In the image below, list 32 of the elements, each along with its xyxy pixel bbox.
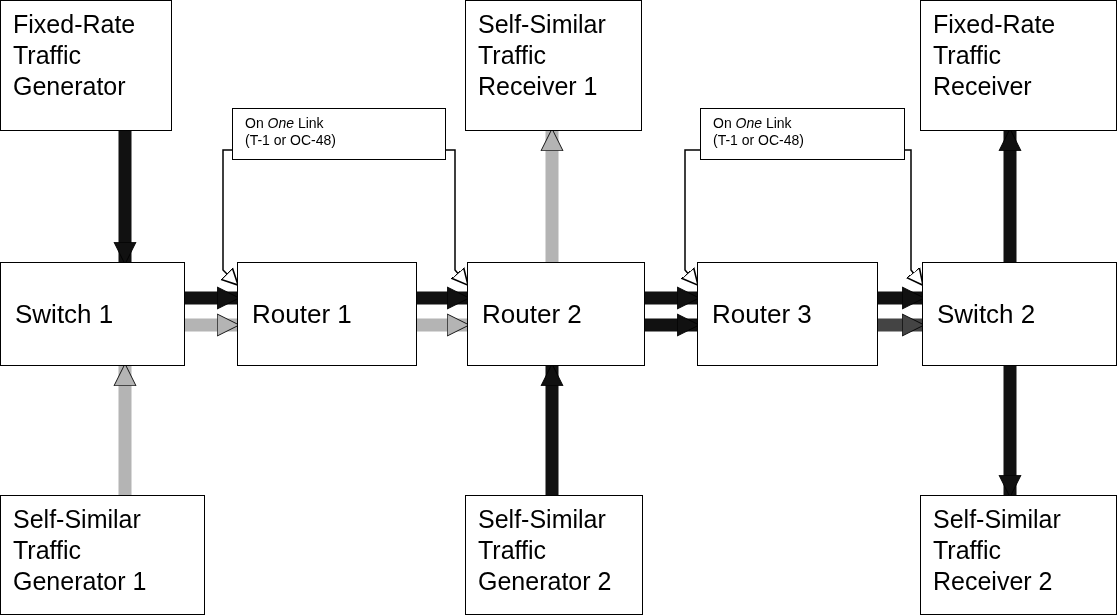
network-device-box xyxy=(922,262,1117,366)
node-label: Router 1 xyxy=(252,298,353,330)
node-label: Self-Similar Traffic Generator 1 xyxy=(13,504,148,597)
network-device-box xyxy=(237,262,417,366)
node-label: Fixed-Rate Traffic Generator xyxy=(13,9,137,102)
traffic-endpoint-box xyxy=(920,0,1117,131)
callout-text: On One Link xyxy=(713,115,793,132)
leader-line xyxy=(904,149,924,287)
network-device-box xyxy=(697,262,878,366)
leader-line xyxy=(445,149,469,286)
traffic-endpoint-box xyxy=(465,0,642,131)
node-label: Self-Similar Traffic Receiver 2 xyxy=(933,504,1062,597)
network-device-box xyxy=(467,262,645,366)
callout-box xyxy=(232,108,446,160)
node-label: Router 2 xyxy=(482,298,583,330)
callout-text: On One Link xyxy=(245,115,325,132)
network-device-box xyxy=(0,262,185,366)
traffic-endpoint-box xyxy=(465,495,643,615)
callout-text: (T-1 or OC-48) xyxy=(245,132,337,149)
node-label: Self-Similar Traffic Generator 2 xyxy=(478,504,613,597)
traffic-endpoint-box xyxy=(0,0,172,131)
node-label: Switch 1 xyxy=(15,298,115,330)
leader-line xyxy=(680,149,701,286)
node-label: Switch 2 xyxy=(937,298,1037,330)
node-label: Fixed-Rate Traffic Receiver xyxy=(933,9,1057,102)
traffic-endpoint-box xyxy=(0,495,205,615)
leader-line xyxy=(220,149,239,286)
callout-box xyxy=(700,108,905,160)
node-label: Router 3 xyxy=(712,298,813,330)
traffic-endpoint-box xyxy=(920,495,1117,615)
node-label: Self-Similar Traffic Receiver 1 xyxy=(478,9,607,102)
callout-text: (T-1 or OC-48) xyxy=(713,132,805,149)
